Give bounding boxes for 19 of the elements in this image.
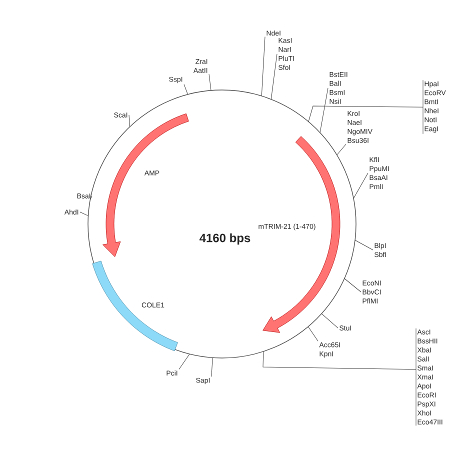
leader-line: [80, 212, 88, 216]
leader-line: [270, 54, 278, 100]
leader-line: [308, 326, 318, 342]
leader-line: [320, 88, 328, 133]
leader-line: [90, 196, 92, 200]
leader-line: [308, 106, 424, 122]
leader-line: [321, 313, 338, 328]
leader-line: [128, 114, 130, 128]
leader-line: [178, 354, 190, 370]
leader-line: [184, 84, 188, 95]
leader-line: [353, 172, 368, 199]
leader-line: [208, 74, 212, 91]
leader-line: [354, 240, 374, 250]
leader-line: [262, 351, 416, 370]
leader-line: [344, 278, 362, 292]
leader-line: [336, 144, 346, 156]
leader-line: [211, 357, 213, 377]
size-label: 4160 bps: [200, 233, 250, 245]
leader-line: [261, 36, 266, 96]
